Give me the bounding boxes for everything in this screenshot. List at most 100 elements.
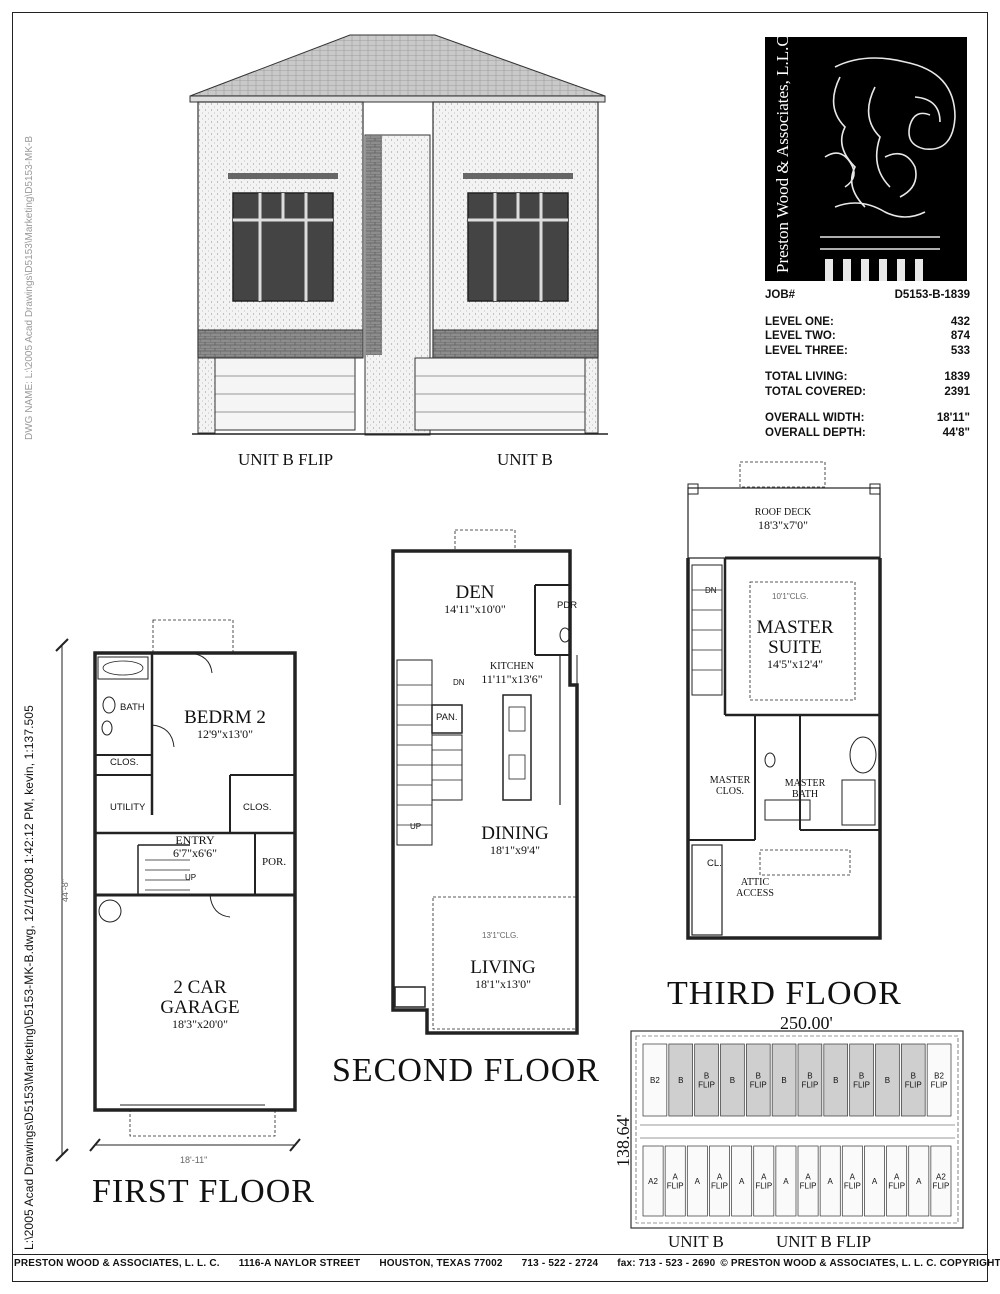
site-unit-lot <box>664 1145 686 1217</box>
tf-down-label: DN <box>705 586 717 595</box>
room-name: ATTIC <box>740 877 770 888</box>
company-logo: Preston Wood & Associates, L.L.C. <box>765 37 967 281</box>
area-row: LEVEL THREE:533 <box>765 344 970 359</box>
room-dims: 6'7"x6'6" <box>172 845 218 860</box>
third-floor-title: THIRD FLOOR <box>667 975 902 1012</box>
footer-street: 1116-A NAYLOR STREET <box>238 1258 361 1269</box>
site-unit-label: B <box>885 1076 890 1085</box>
site-unit-label: FLIP <box>750 1081 767 1090</box>
site-unit-label: A <box>850 1173 856 1182</box>
site-unit-lot <box>753 1145 775 1217</box>
site-unit-label: A <box>805 1173 811 1182</box>
tf-roof-deck-label: ROOF DECK 18'3"x7'0" <box>738 507 828 532</box>
total-value: 1839 <box>944 371 970 383</box>
dimension-value: 44'8" <box>942 426 970 439</box>
total-row: TOTAL COVERED: 2391 <box>765 385 970 400</box>
site-unit-label: A <box>739 1177 745 1186</box>
site-unit-lot <box>864 1145 885 1217</box>
site-unit-label: A <box>761 1173 767 1182</box>
site-unit-lot <box>875 1043 900 1117</box>
job-label: JOB# <box>765 289 796 301</box>
room-name: CLOS. <box>715 785 745 797</box>
area-row: LEVEL TWO:874 <box>765 329 970 344</box>
site-unit-lot <box>720 1043 745 1117</box>
sf-down-label: DN <box>453 678 465 687</box>
site-unit-label: A <box>828 1177 834 1186</box>
first-floor-title: FIRST FLOOR <box>92 1173 315 1210</box>
site-unit-label: FLIP <box>905 1081 922 1090</box>
site-unit-lot <box>797 1145 819 1217</box>
tf-master-closet-label: MASTER CLOS. <box>700 775 760 797</box>
site-unit-label: FLIP <box>801 1081 818 1090</box>
site-unit-lot <box>930 1145 952 1217</box>
site-unit-label: A2 <box>936 1173 946 1182</box>
front-elevation-drawing <box>189 34 608 436</box>
site-unit-label: A <box>872 1177 878 1186</box>
site-unit-label: A <box>695 1177 701 1186</box>
site-unit-lot <box>771 1043 797 1117</box>
tf-attic-label: ATTIC ACCESS <box>730 877 780 899</box>
total-value: 2391 <box>944 385 970 398</box>
site-unit-label: B <box>833 1076 838 1085</box>
total-row: TOTAL LIVING:1839 <box>765 370 970 385</box>
dimension-label: OVERALL DEPTH: <box>765 426 866 439</box>
sf-powder-label: PDR <box>557 600 578 611</box>
site-unit-lot <box>709 1145 730 1217</box>
site-unit-lot <box>841 1145 863 1217</box>
ff-bedroom-label: BEDRM 2 12'9"x13'0" <box>165 708 285 741</box>
footer-fax: fax: 713 - 523 - 2690 <box>617 1258 716 1269</box>
site-unit-lot <box>686 1145 708 1217</box>
site-unit-lot <box>849 1043 874 1117</box>
site-unit-label: B <box>704 1072 709 1081</box>
room-name: ENTRY <box>175 833 215 847</box>
area-label: LEVEL ONE: <box>765 315 834 328</box>
site-unit-label: B <box>781 1076 786 1085</box>
dimension-label: OVERALL WIDTH: <box>765 412 865 424</box>
site-unit-label: B2 <box>934 1072 944 1081</box>
plot-stamp-text: L:\2005 Acad Drawings\D5153\Marketing\D5… <box>22 705 36 1250</box>
footer-phone: 713 - 522 - 2724 <box>521 1258 599 1269</box>
third-floor-plan <box>686 461 882 940</box>
room-dims: 18'3"x7'0" <box>757 517 809 532</box>
tf-closet-label: CL. <box>707 858 722 869</box>
elevation-label-right: UNIT B <box>497 450 553 469</box>
site-unit-label: FLIP <box>853 1081 870 1090</box>
footer-copyright: © PRESTON WOOD & ASSOCIATES, L. L. C. CO… <box>720 1258 1000 1269</box>
site-label-right: UNIT B FLIP <box>776 1232 872 1251</box>
room-dims: 18'3"x20'0" <box>171 1016 229 1031</box>
room-name: MASTER <box>784 778 826 789</box>
room-name: MASTER <box>709 775 751 786</box>
area-value: 432 <box>950 315 970 328</box>
sf-den-label: DEN 14'11"x10'0" <box>425 583 525 616</box>
site-unit-lot <box>668 1043 694 1117</box>
dimension-row: OVERALL DEPTH: 44'8" <box>765 426 970 441</box>
footer-city: HOUSTON, TEXAS 77002 <box>379 1258 503 1269</box>
area-value: 874 <box>950 330 970 342</box>
site-unit-lot <box>823 1043 849 1117</box>
room-name: BEDRM 2 <box>184 707 266 728</box>
site-unit-lot <box>797 1043 823 1117</box>
site-unit-lot <box>694 1043 719 1117</box>
site-unit-label: B <box>756 1072 761 1081</box>
tf-master-bath-label: MASTER BATH <box>775 778 835 800</box>
site-unit-label: FLIP <box>711 1182 728 1191</box>
room-name: DEN <box>455 582 495 603</box>
footer: PRESTON WOOD & ASSOCIATES, L. L. C. 1116… <box>14 1258 1000 1269</box>
ff-utility-label: UTILITY <box>110 802 146 813</box>
site-unit-lot <box>908 1145 930 1217</box>
room-dims: 14'11"x10'0" <box>444 601 506 616</box>
footer-company: PRESTON WOOD & ASSOCIATES, L. L. C. <box>14 1258 220 1269</box>
site-unit-label: B2 <box>650 1076 660 1085</box>
site-unit-label: FLIP <box>755 1182 772 1191</box>
ff-bath-label: BATH <box>120 702 145 713</box>
first-floor-plan <box>55 619 301 1162</box>
ff-width-dimension: 18'-11" <box>180 1155 208 1165</box>
room-name: LIVING <box>470 957 536 978</box>
ff-depth-dimension: 44'-8" <box>60 879 70 902</box>
site-unit-lot <box>926 1043 952 1117</box>
ff-closet-label: CLOS. <box>110 757 139 768</box>
project-stats: JOB# D5153-B-1839 LEVEL ONE:432 LEVEL TW… <box>765 288 970 440</box>
site-unit-label: FLIP <box>667 1182 684 1191</box>
total-label: TOTAL COVERED: <box>765 385 866 398</box>
